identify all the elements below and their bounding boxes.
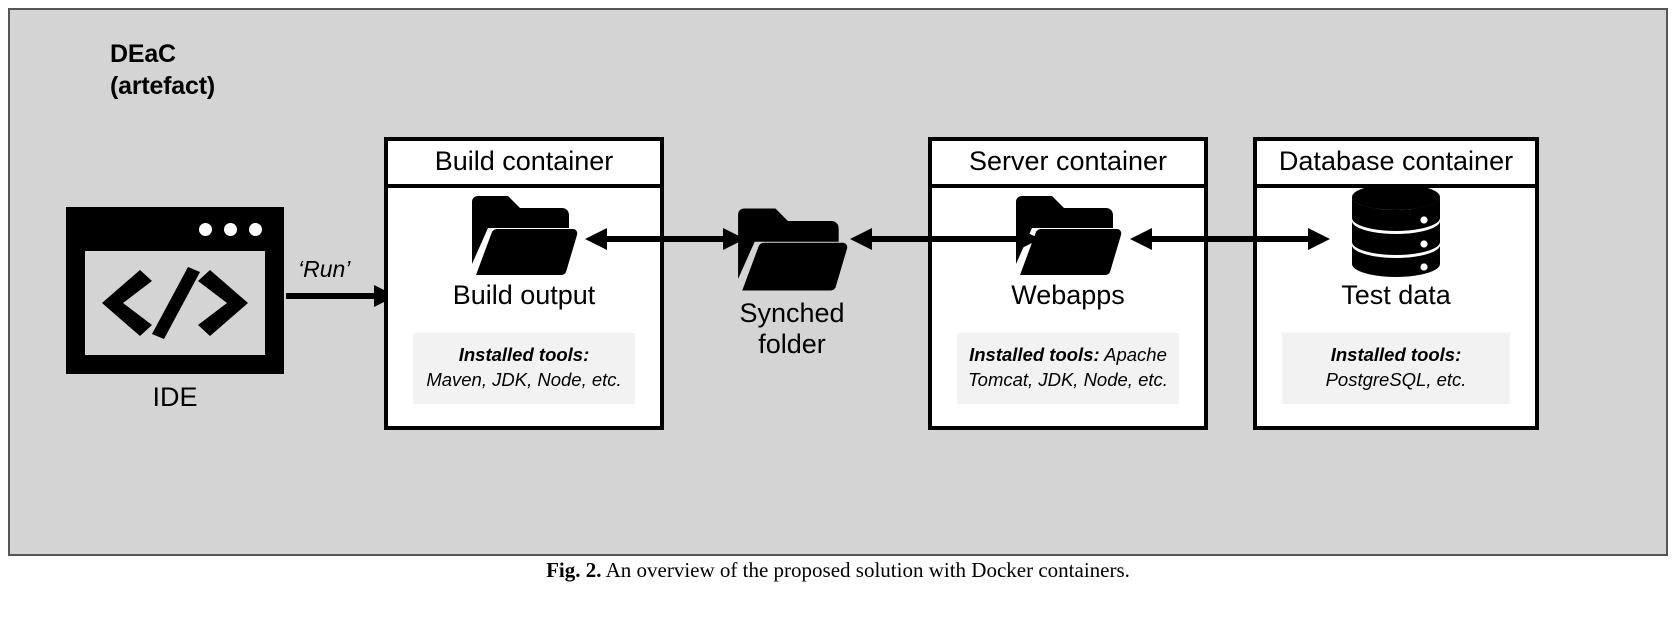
code-glyph-icon	[85, 251, 265, 355]
connector-synched-to-server	[850, 228, 1040, 255]
database-container: Database container Test data Installed t…	[1253, 137, 1539, 430]
window-dot-icon	[199, 223, 212, 236]
group-title-line2: (artefact)	[110, 72, 215, 100]
server-installed-tools: Installed tools: Apache Tomcat, JDK, Nod…	[957, 332, 1179, 404]
figure-caption-prefix: Fig. 2.	[546, 558, 602, 582]
build-tools-list: Maven, JDK, Node, etc.	[426, 369, 622, 391]
window-dots-icon	[199, 223, 262, 236]
server-container-header: Server container	[932, 141, 1204, 188]
figure-caption-text: An overview of the proposed solution wit…	[605, 558, 1130, 582]
window-dot-icon	[249, 223, 262, 236]
server-container-body: Webapps Installed tools: Apache Tomcat, …	[932, 188, 1204, 426]
test-data-label: Test data	[1341, 280, 1451, 310]
database-tools-title: Installed tools:	[1330, 343, 1462, 365]
folder-icon	[388, 188, 660, 278]
double-arrow-icon	[1130, 228, 1330, 250]
group-title: DEaC (artefact)	[110, 38, 215, 102]
figure-panel: DEaC (artefact) IDE ‘Run’	[8, 8, 1668, 556]
connector-build-to-synched	[585, 228, 745, 255]
folder-icon	[722, 202, 862, 294]
database-tools-list: PostgreSQL, etc.	[1325, 369, 1467, 391]
ide-window-icon	[66, 207, 284, 374]
figure-caption: Fig. 2. An overview of the proposed solu…	[0, 558, 1676, 583]
build-container-body: Build output Installed tools: Maven, JDK…	[388, 188, 660, 426]
synched-label-line1: Synched	[739, 298, 845, 328]
run-edge: ‘Run’	[286, 256, 396, 314]
folder-icon	[932, 188, 1204, 278]
database-container-body: Test data Installed tools: PostgreSQL, e…	[1257, 184, 1535, 426]
server-container: Server container Webapps Installed tools…	[928, 137, 1208, 430]
build-container: Build container Build output Installed t…	[384, 137, 664, 430]
database-cylinder-icon	[1257, 184, 1535, 278]
webapps-label: Webapps	[1011, 280, 1125, 310]
arrow-right-icon	[286, 285, 396, 307]
synched-folder-label: Synched folder	[722, 298, 862, 360]
synched-folder-node: Synched folder	[722, 202, 862, 360]
group-title-line1: DEaC	[110, 40, 176, 68]
build-output-label: Build output	[452, 280, 596, 310]
server-tools-title: Installed tools:	[969, 343, 1100, 365]
build-container-header: Build container	[388, 141, 660, 188]
window-dot-icon	[224, 223, 237, 236]
build-tools-title: Installed tools:	[458, 343, 590, 365]
ide-label: IDE	[152, 382, 198, 412]
double-arrow-icon	[850, 228, 1040, 250]
run-edge-label: ‘Run’	[298, 256, 351, 282]
double-arrow-icon	[585, 228, 745, 250]
ide-node: IDE	[66, 207, 284, 413]
database-container-header: Database container	[1257, 141, 1535, 188]
server-tools-list: Apache Tomcat, JDK, Node, etc.	[968, 343, 1168, 391]
connector-server-to-database	[1130, 228, 1330, 255]
synched-label-line2: folder	[758, 328, 826, 359]
build-installed-tools: Installed tools: Maven, JDK, Node, etc.	[413, 332, 635, 404]
database-installed-tools: Installed tools: PostgreSQL, etc.	[1282, 332, 1510, 404]
